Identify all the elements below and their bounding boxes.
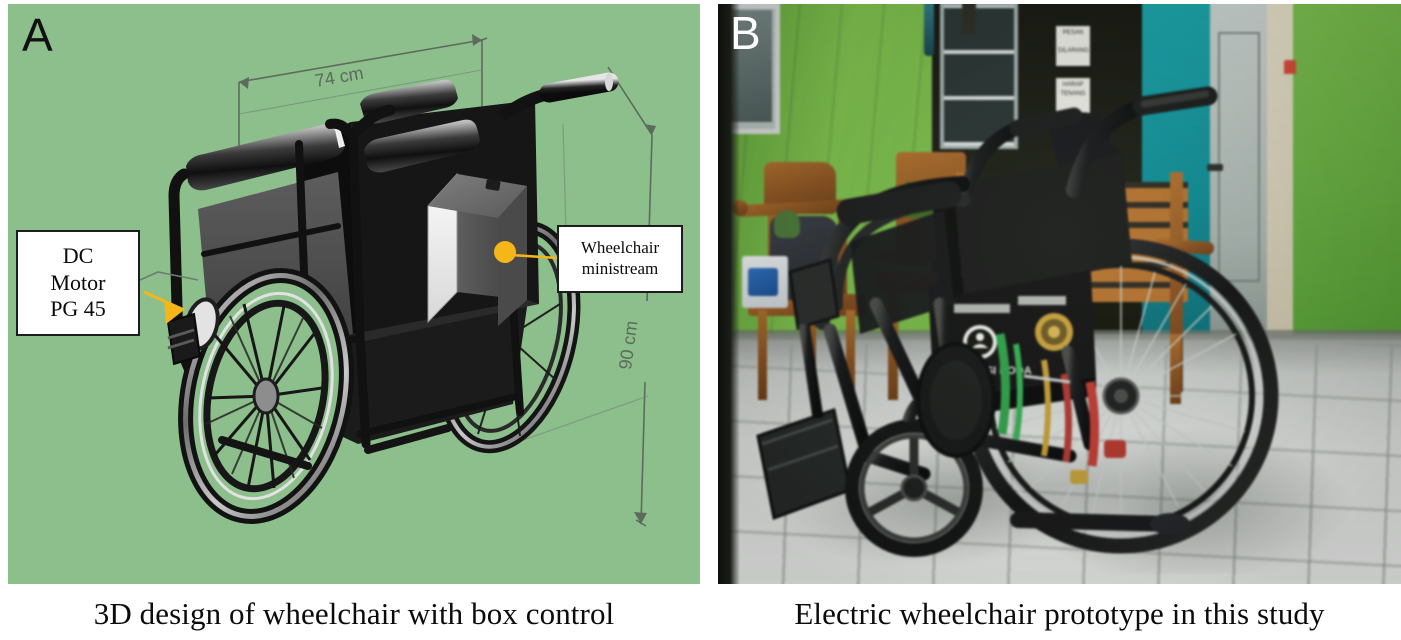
wheel-spokes <box>207 303 323 489</box>
callout-ministream-line2: ministream <box>581 259 659 278</box>
caption-panel-a: 3D design of wheelchair with box control <box>93 596 615 631</box>
dimension-74cm-arrowhead <box>472 34 482 46</box>
dc-motor-arrowhead <box>164 300 184 324</box>
ministream-leader <box>494 241 558 263</box>
callout-dc-motor: DC Motor PG 45 <box>16 230 140 336</box>
rear-axle-bar <box>1010 512 1178 532</box>
backrest-label-strip-1 <box>954 304 1010 313</box>
armrest-left <box>186 123 345 191</box>
caption-panel-b: Electric wheelchair prototype in this st… <box>794 596 1325 631</box>
dimension-label-90cm: 90 cm <box>615 319 642 370</box>
panel-label-b: B <box>730 7 761 59</box>
electric-wheelchair-prototype: KURSI RODA <box>756 86 1279 557</box>
wheel-left-front <box>178 268 354 524</box>
dimension-90cm-arrowhead-bottom <box>634 512 647 524</box>
control-box-button <box>485 179 501 191</box>
callout-dc-motor-line3: PG 45 <box>50 296 106 322</box>
armrest-right <box>364 119 480 173</box>
dimension-90cm <box>607 66 653 527</box>
dimension-label-74cm: 74 cm <box>313 63 365 91</box>
wheelchair-3d-model <box>166 72 619 524</box>
footrests <box>756 258 852 521</box>
dc-motor-assembly <box>166 297 220 366</box>
callout-ministream-line1: Wheelchair <box>580 238 660 258</box>
dimension-74cm-arrowhead-2 <box>239 77 249 89</box>
panel-a-3d-design: 74 cm 90 cm <box>8 4 700 584</box>
lower-frame <box>218 424 452 470</box>
callout-dc-motor-line2: Motor <box>50 269 106 295</box>
callout-dc-motor-line1: DC <box>62 242 94 268</box>
callout-wheelchair-ministream: Wheelchair ministream <box>557 225 683 293</box>
red-connector <box>1104 440 1126 458</box>
panel-label-a: A <box>22 9 53 61</box>
backrest-label-strip-2 <box>1018 296 1066 305</box>
ministream-dot <box>494 241 516 263</box>
axle-end-cap <box>1150 513 1190 535</box>
seat-edge <box>353 300 539 342</box>
dc-motor-housing <box>916 342 996 458</box>
photo-left-dark-edge <box>718 4 740 584</box>
dimension-90cm-arrowhead-top <box>644 124 656 135</box>
wheel-hub <box>252 377 280 415</box>
wheelchair-3d-drawing: 74 cm 90 cm <box>139 34 656 527</box>
dc-motor-leader <box>139 271 199 324</box>
yellow-connector <box>1070 470 1088 484</box>
frame-tubes <box>168 118 524 449</box>
push-handle-left <box>352 104 396 136</box>
push-handle-right <box>500 72 619 120</box>
